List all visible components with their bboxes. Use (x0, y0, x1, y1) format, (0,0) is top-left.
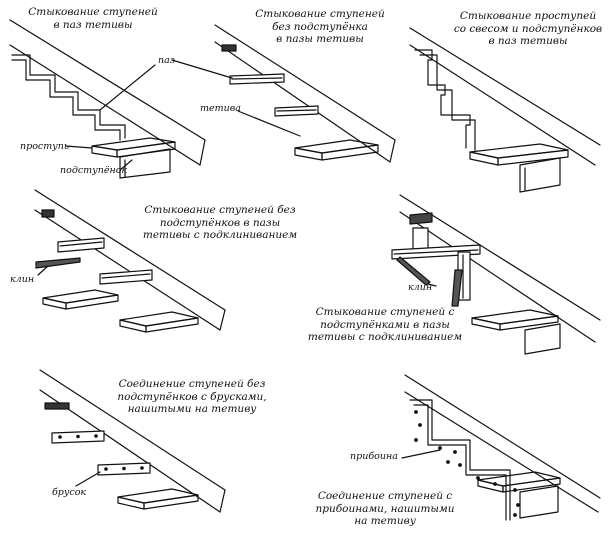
panel-2-caption: Стыкование ступеней без подступёнка в па… (255, 8, 385, 45)
tread-front (469, 151, 499, 166)
riser (519, 157, 561, 193)
stepped-groove-inner (419, 54, 476, 151)
wedge (451, 269, 463, 307)
riser (119, 148, 171, 179)
cleat-leader (401, 449, 441, 459)
stringer-top-edge (214, 24, 396, 141)
panel-4-drawing (34, 189, 226, 333)
stringer-top-edge (39, 369, 226, 491)
block-leader (75, 471, 101, 487)
stringer-bottom-edge (409, 44, 596, 166)
riser-slot (412, 227, 429, 251)
tread-side (321, 144, 379, 161)
wedge-leader (37, 265, 49, 276)
riser (524, 323, 561, 355)
panel-7-drawing (401, 374, 601, 521)
wedge (35, 257, 81, 269)
panel-6-drawing (39, 369, 226, 513)
block-label: брусок (52, 487, 87, 498)
tread-side (116, 141, 176, 158)
panel-6-caption: Соединение ступеней без подступёнков с б… (117, 378, 267, 415)
riser-label: подступёнок (60, 165, 128, 176)
groove-leader (99, 64, 156, 111)
groove-slot (57, 237, 105, 253)
riser-leader (119, 159, 133, 171)
stringer-bottom-edge (404, 391, 599, 513)
block (44, 402, 70, 410)
groove-slot (221, 44, 237, 52)
panel-1-caption: Стыкование ступеней в паз тетивы (28, 6, 158, 31)
stringer-bottom-edge (214, 41, 391, 163)
stringer-top-edge (404, 374, 601, 499)
stringer-end (389, 139, 396, 163)
groove-slot (99, 269, 153, 285)
cleat-outline (409, 399, 511, 521)
riser (519, 485, 559, 519)
tread-side (497, 149, 569, 166)
tread-front (91, 145, 118, 158)
stringer-bottom-edge (9, 44, 201, 166)
step-piece (409, 212, 433, 225)
panel-3-drawing (409, 27, 601, 193)
stringer-end (199, 139, 206, 166)
cleat-label: прибоина (350, 451, 398, 462)
panel-3-caption: Стыкование проступей со свесом и подступ… (453, 10, 603, 47)
groove-leader (171, 59, 233, 79)
wedge-label: клин (408, 282, 433, 293)
wedge (396, 256, 431, 286)
stringer-bottom-edge (399, 211, 596, 343)
stringer-top-edge (34, 189, 226, 311)
stepped-groove (11, 54, 126, 139)
groove-slot (41, 209, 55, 218)
stringer-bottom-edge (34, 209, 221, 331)
string-leader (237, 110, 301, 137)
stringer-top-edge (9, 19, 206, 141)
stringer-top-edge (409, 27, 601, 146)
panel-4-caption: Стыкование ступеней без подступёнков в п… (142, 204, 298, 241)
cleat-outline-inner (413, 404, 507, 521)
stringer-bottom-edge (39, 389, 221, 513)
groove-label: паз (158, 55, 175, 66)
tread-label: проступь (20, 141, 70, 152)
tread-leader (65, 145, 93, 149)
panel-5-caption: Стыкование ступеней с подступёнками в па… (307, 306, 463, 343)
panel-7-caption: Соединение ступеней с прибоинами, нашиты… (315, 490, 455, 527)
stepped-groove-inner (11, 59, 121, 141)
panel-1-drawing (9, 19, 206, 179)
stringer-top-edge (399, 194, 601, 321)
panel-5-drawing (391, 194, 601, 355)
wedge-leader (427, 283, 437, 287)
tread-front (294, 147, 323, 161)
stringer-end (219, 309, 226, 331)
stringer-end (219, 489, 226, 513)
wedge-label: клин (10, 274, 35, 285)
string-label: тетива (200, 103, 241, 114)
panel-2-drawing (171, 24, 396, 163)
stepped-groove (414, 49, 471, 149)
